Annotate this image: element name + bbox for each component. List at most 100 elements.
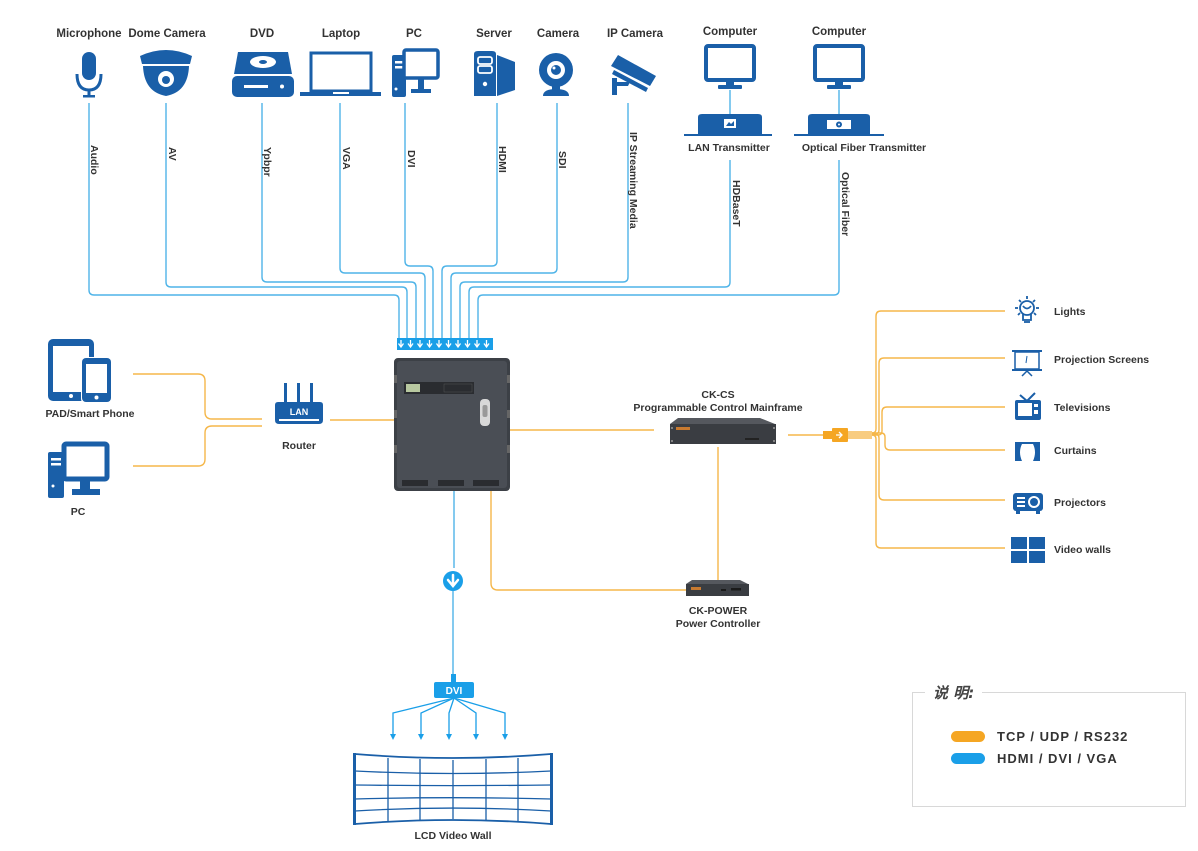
matrix-switcher-unit[interactable] <box>394 358 510 491</box>
source-label-pc: PC <box>406 28 422 40</box>
router-badge: LAN <box>290 407 309 417</box>
pad-smartphone-label: PAD/Smart Phone <box>45 408 134 420</box>
cable-av <box>165 103 408 338</box>
control-pc-icon[interactable] <box>48 441 110 498</box>
mainframe-desc: Programmable Control Mainframe <box>633 402 802 414</box>
wall-row-line-1 <box>354 770 552 775</box>
rs232-splitter-connector <box>823 428 872 442</box>
optical-fiber-transmitter-icon[interactable] <box>794 114 884 136</box>
input-cables <box>88 103 840 338</box>
legend-swatch-blue <box>951 753 985 764</box>
control-line-video-walls <box>871 434 1005 549</box>
cable-label-ypbpr: Ypbpr <box>261 147 273 177</box>
source-label-computer-lan: Computer <box>703 26 758 38</box>
legend-text-control: TCP / UDP / RS232 <box>997 729 1129 744</box>
mainframe-name: CK-CS <box>701 389 734 401</box>
device-label-televisions: Televisions <box>1054 402 1111 414</box>
ck-power-device[interactable] <box>686 580 749 596</box>
device-label-lights: Lights <box>1054 306 1086 318</box>
television-icon[interactable] <box>1015 392 1041 420</box>
dvi-fan-line-3 <box>448 697 455 736</box>
dvd-icon[interactable] <box>232 52 294 97</box>
source-label-microphone: Microphone <box>56 28 121 40</box>
legend-swatch-orange <box>951 731 985 742</box>
input-port-arrow-ip-camera <box>464 340 471 349</box>
control-pc-label: PC <box>71 506 86 518</box>
dvi-fan-line-1 <box>392 697 455 736</box>
pc-icon[interactable] <box>392 48 440 97</box>
cable-label-dvi: DVI <box>405 150 417 168</box>
cable-label-av: AV <box>166 147 178 161</box>
router-icon[interactable]: LAN <box>275 383 323 424</box>
power-name: CK-POWER <box>689 605 748 617</box>
dome-camera-icon[interactable] <box>140 50 192 96</box>
curtains-icon[interactable] <box>1015 442 1040 461</box>
cable-vga <box>339 103 426 338</box>
input-port-arrow-computer-lan <box>473 340 481 349</box>
dvi-fan-arrow-4 <box>473 734 479 740</box>
cable-hdmi <box>441 103 498 338</box>
microphone-icon[interactable] <box>75 52 103 98</box>
link-matrix-to-power <box>490 491 688 591</box>
lcd-video-wall-label: LCD Video Wall <box>414 830 491 842</box>
camera-icon[interactable] <box>539 53 573 96</box>
wall-row-line-3 <box>354 797 552 800</box>
source-label-dvd: DVD <box>250 28 274 40</box>
cable-ypbpr <box>261 103 417 338</box>
cable-label-vga: VGA <box>340 147 352 170</box>
legend-item-signal: HDMI / DVI / VGA <box>951 751 1118 766</box>
lan-transmitter-icon[interactable] <box>684 114 772 136</box>
source-label-dome-camera: Dome Camera <box>128 28 206 40</box>
input-port-arrow-computer-fiber <box>483 340 490 349</box>
cable-label-hdmi: HDMI <box>496 146 508 173</box>
server-icon[interactable] <box>474 51 515 96</box>
dvi-connector: DVI <box>434 674 474 698</box>
dvi-fan-out-lines <box>390 697 508 740</box>
projector-icon[interactable] <box>1013 493 1043 514</box>
dvi-fan-line-5 <box>453 697 506 736</box>
legend-title: 说 明: <box>925 682 983 703</box>
control-line-lights <box>871 310 1005 434</box>
ck-cs-mainframe-device[interactable] <box>670 418 776 444</box>
device-label-projection-screens: Projection Screens <box>1054 354 1149 366</box>
input-port-arrow-microphone <box>397 340 405 349</box>
cable-audio <box>88 103 400 338</box>
optical-fiber-transmitter-label: Optical Fiber Transmitter <box>802 142 926 154</box>
lan-transmitter-label: LAN Transmitter <box>688 142 770 154</box>
cable-label-optical-fiber: Optical Fiber <box>839 172 851 236</box>
device-label-projectors: Projectors <box>1054 497 1106 509</box>
source-label-server: Server <box>476 28 512 40</box>
video-walls-icon[interactable] <box>1011 537 1045 563</box>
lights-icon[interactable] <box>1015 296 1039 323</box>
control-line-projectors <box>872 433 1005 501</box>
input-port-arrow-server <box>445 340 452 349</box>
control-line-curtains <box>872 432 1005 451</box>
pad-smartphone-icon[interactable] <box>48 339 112 403</box>
cable-labels: Audio AV Ypbpr VGA DVI HDMI SDI IP Strea… <box>88 132 851 236</box>
projection-screen-icon[interactable] <box>1012 350 1042 377</box>
lcd-video-wall[interactable] <box>353 753 553 825</box>
source-label-computer-fiber: Computer <box>812 26 867 38</box>
wall-row-line-4 <box>354 807 552 812</box>
output-arrow-icon <box>443 571 463 591</box>
device-label-video-walls: Video walls <box>1054 544 1111 556</box>
ip-camera-icon[interactable] <box>611 55 656 95</box>
dvi-fan-arrow-2 <box>418 734 424 740</box>
link-pad-to-router <box>133 373 262 420</box>
source-label-laptop: Laptop <box>322 28 360 40</box>
input-port-arrow-camera <box>454 340 462 349</box>
power-desc: Power Controller <box>676 618 761 630</box>
computer-fiber-icon[interactable] <box>813 44 865 89</box>
cable-ip-streaming <box>459 103 629 338</box>
computer-lan-icon[interactable] <box>704 44 756 89</box>
control-line-televisions <box>872 406 1005 436</box>
input-port-arrow-dome-camera <box>407 340 414 349</box>
device-label-curtains: Curtains <box>1054 445 1097 457</box>
wall-row-line-2 <box>354 784 552 787</box>
legend-item-control: TCP / UDP / RS232 <box>951 729 1128 744</box>
input-port-arrow-pc <box>435 340 443 349</box>
dvi-fan-arrow-1 <box>390 734 396 740</box>
dvi-fan-arrow-5 <box>502 734 508 740</box>
laptop-icon[interactable] <box>300 51 381 96</box>
cable-optical-fiber <box>477 160 840 338</box>
